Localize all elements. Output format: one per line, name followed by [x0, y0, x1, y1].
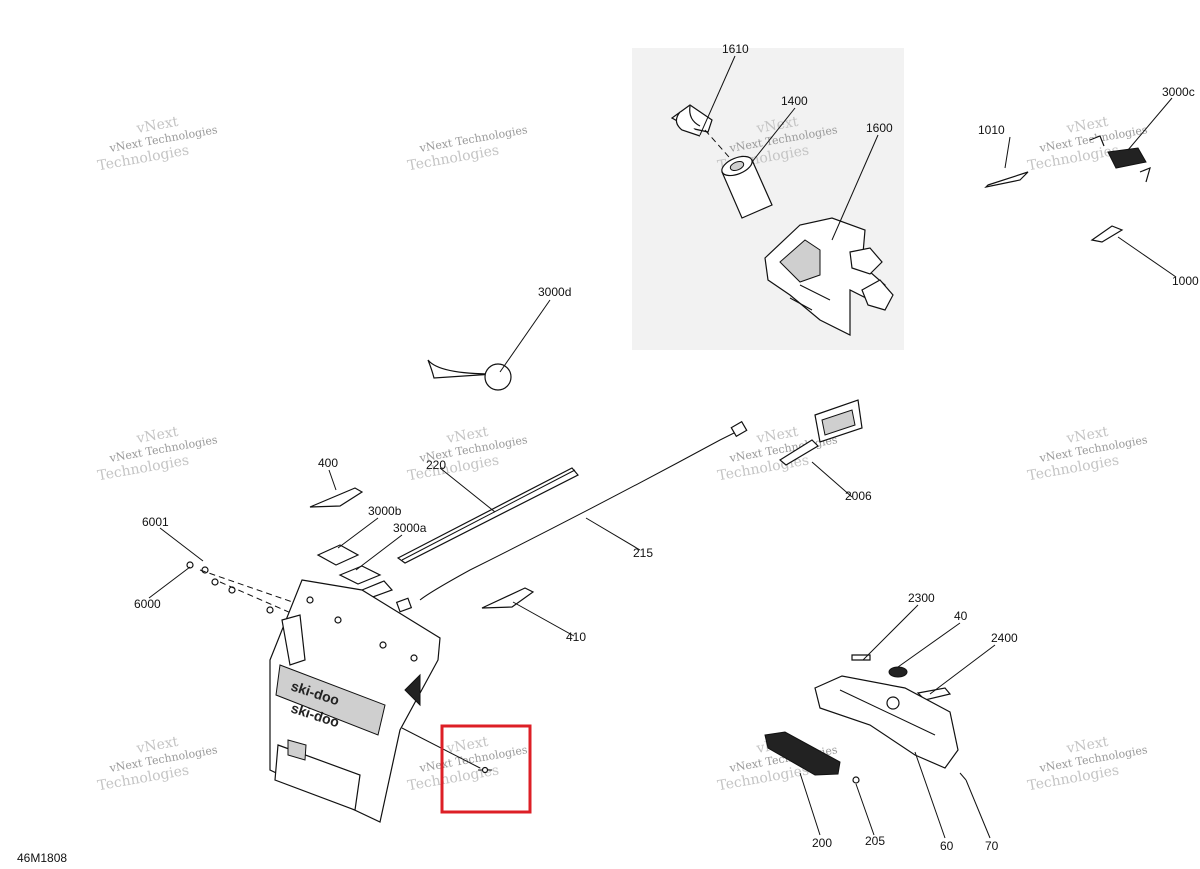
- highlight-box[interactable]: [440, 724, 532, 814]
- part-3000b[interactable]: [316, 544, 360, 566]
- part-2006-label[interactable]: [778, 399, 863, 466]
- callout-205[interactable]: 205: [865, 834, 885, 848]
- svg-text:vNext: vNext: [1064, 424, 1109, 447]
- fasteners-6000-6001[interactable]: [186, 561, 299, 616]
- part-1610-clip[interactable]: [670, 104, 713, 137]
- part-410-pad[interactable]: [481, 587, 535, 609]
- part-3000c-switch[interactable]: [1089, 135, 1151, 183]
- part-3000d-horn[interactable]: [427, 359, 512, 391]
- leader-lines: [148, 55, 1177, 839]
- part-200-light[interactable]: [764, 731, 841, 776]
- part-40[interactable]: [888, 666, 908, 678]
- callout-70[interactable]: 70: [985, 839, 999, 853]
- part-1600-bracket[interactable]: [764, 217, 894, 336]
- callout-2300[interactable]: 2300: [908, 591, 935, 605]
- callout-2006[interactable]: 2006: [845, 489, 872, 503]
- callout-215[interactable]: 215: [633, 546, 653, 560]
- part-215-harness[interactable]: [395, 420, 748, 613]
- callout-6001[interactable]: 6001: [142, 515, 169, 529]
- callout-3000d[interactable]: 3000d: [538, 285, 571, 299]
- callout-3000a[interactable]: 3000a: [393, 521, 427, 535]
- part-1000-pad[interactable]: [1090, 225, 1124, 243]
- callout-2400[interactable]: 2400: [991, 631, 1018, 645]
- svg-text:vNext: vNext: [754, 424, 799, 447]
- part-60-housing[interactable]: [814, 675, 959, 769]
- part-3000a-1[interactable]: [338, 565, 382, 585]
- part-rear-panel[interactable]: ski-doo ski-doo: [269, 579, 441, 823]
- svg-text:vNext: vNext: [1064, 734, 1109, 757]
- part-1400-cylinder[interactable]: [719, 153, 773, 219]
- part-2300[interactable]: [851, 654, 871, 661]
- svg-text:vNext: vNext: [134, 114, 179, 137]
- part-205-screw[interactable]: [852, 776, 860, 784]
- svg-text:vNext: vNext: [134, 734, 179, 757]
- svg-text:vNext: vNext: [754, 114, 799, 137]
- part-400-pad[interactable]: [309, 487, 364, 508]
- callout-40[interactable]: 40: [954, 609, 968, 623]
- callout-6000[interactable]: 6000: [134, 597, 161, 611]
- svg-text:vNext: vNext: [444, 424, 489, 447]
- part-70-screw[interactable]: [959, 772, 967, 781]
- part-1010-pad[interactable]: [984, 171, 1029, 188]
- callout-1600[interactable]: 1600: [866, 121, 893, 135]
- part-220-strip[interactable]: [396, 467, 579, 564]
- callout-3000c[interactable]: 3000c: [1162, 85, 1195, 99]
- callout-1400[interactable]: 1400: [781, 94, 808, 108]
- svg-text:vNext: vNext: [134, 424, 179, 447]
- callout-1010[interactable]: 1010: [978, 123, 1005, 137]
- callout-200[interactable]: 200: [812, 836, 832, 850]
- callout-1000[interactable]: 1000: [1172, 274, 1199, 288]
- callout-400[interactable]: 400: [318, 456, 338, 470]
- callout-3000b[interactable]: 3000b: [368, 504, 402, 518]
- svg-text:vNext: vNext: [1064, 114, 1109, 137]
- svg-text:vNext: vNext: [444, 734, 489, 757]
- callout-410[interactable]: 410: [566, 630, 586, 644]
- highlighted-part[interactable]: [478, 766, 492, 774]
- watermarks: vNext vNext Technologies Technologies vN…: [96, 114, 1149, 794]
- callout-60[interactable]: 60: [940, 839, 954, 853]
- callout-220[interactable]: 220: [426, 458, 446, 472]
- callout-1610[interactable]: 1610: [722, 42, 749, 56]
- diagram-code: 46M1808: [17, 851, 67, 865]
